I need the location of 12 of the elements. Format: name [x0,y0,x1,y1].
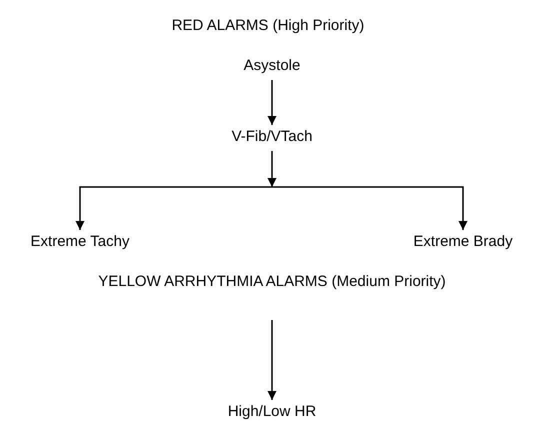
arrow [268,320,276,400]
branch-arrow [272,186,468,230]
title: RED ALARMS (High Priority) [172,16,364,36]
node-label: Asystole [242,56,302,76]
node-label: V-Fib/VTach [230,127,314,147]
arrow [268,80,276,125]
node-label: YELLOW ARRHYTHMIA ALARMS (Medium Priority) [96,272,448,292]
branch-arrow [76,186,272,230]
node-label: Extreme Brady [411,232,515,252]
node-label: Extreme Tachy [28,232,132,252]
node-label: High/Low HR [226,402,318,422]
arrow [268,151,276,187]
